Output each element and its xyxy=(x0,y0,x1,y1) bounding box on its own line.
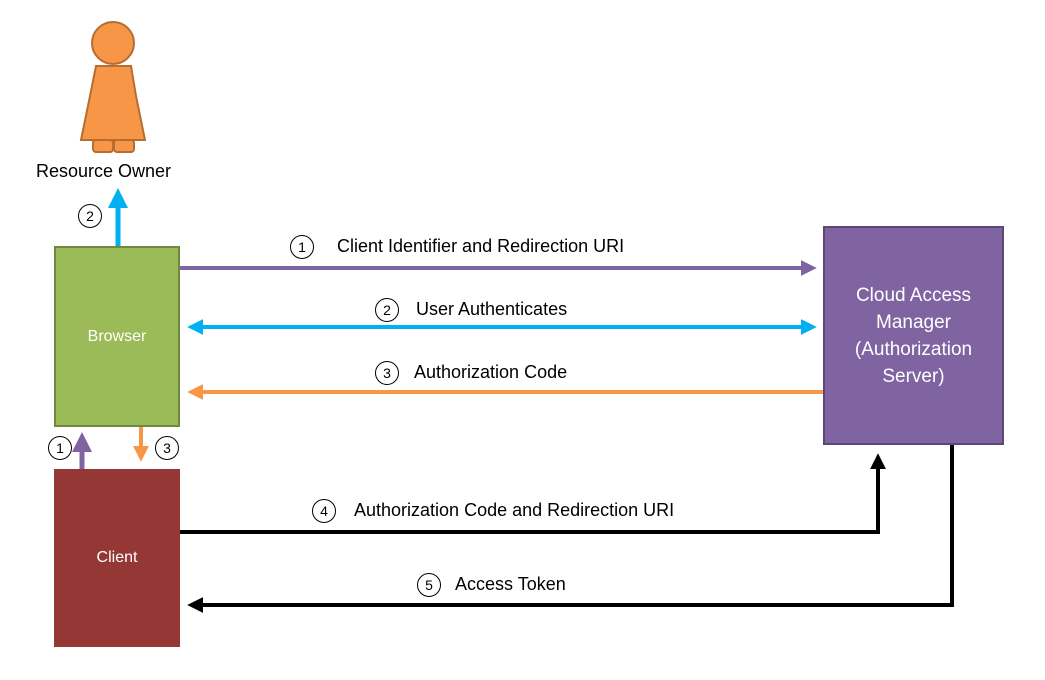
authorization-server-label: Cloud Access Manager (Authorization Serv… xyxy=(854,284,973,387)
browser-label: Browser xyxy=(87,327,147,345)
step-number-browser-to-owner: 2 xyxy=(78,204,102,228)
flow-4-number: 4 xyxy=(312,499,336,523)
client-box: Client xyxy=(54,469,180,647)
step-number-client-to-browser: 1 xyxy=(48,436,72,460)
flow-5-label: Access Token xyxy=(455,574,566,594)
arrow-step5-server-to-client xyxy=(187,445,954,613)
flow-4-label: Authorization Code and Redirection URI xyxy=(354,500,675,520)
flow-2-label: User Authenticates xyxy=(416,299,568,319)
authorization-server-box: Cloud Access Manager (Authorization Serv… xyxy=(823,226,1004,445)
client-label: Client xyxy=(96,549,138,566)
flow-5-number: 5 xyxy=(417,573,441,597)
flow-1-number: 1 xyxy=(290,235,314,259)
step-number-browser-to-client: 3 xyxy=(155,436,179,460)
flow-2-number: 2 xyxy=(375,298,399,322)
flow-1-label: Client Identifier and Redirection URI xyxy=(337,236,625,256)
resource-owner-person-icon xyxy=(79,21,147,153)
flow-3-label: Authorization Code xyxy=(414,362,568,382)
resource-owner-label: Resource Owner xyxy=(36,161,172,181)
arrow-step4-client-to-server xyxy=(180,453,886,534)
browser-box: Browser xyxy=(54,246,180,427)
flow-3-number: 3 xyxy=(375,361,399,385)
